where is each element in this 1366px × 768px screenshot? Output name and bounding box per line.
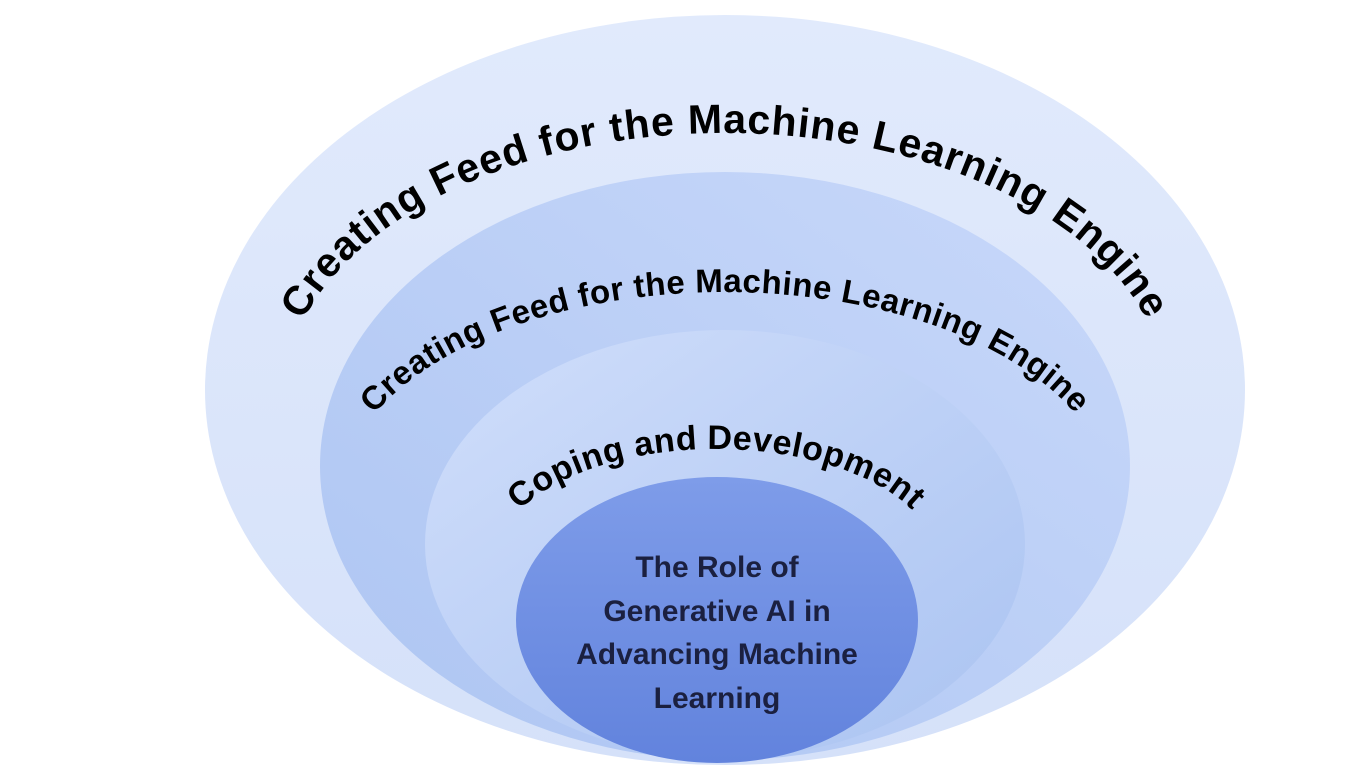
core-label-line-4: Learning: [653, 681, 781, 715]
core-label-line-2: Generative AI in: [603, 594, 831, 628]
core-label-line-1: The Role of: [635, 551, 799, 584]
core-label: The Role of Generative AI in Advancing M…: [492, 546, 942, 720]
core-ellipse: [516, 477, 918, 763]
core-label-line-3: Advancing Machine: [576, 638, 858, 671]
